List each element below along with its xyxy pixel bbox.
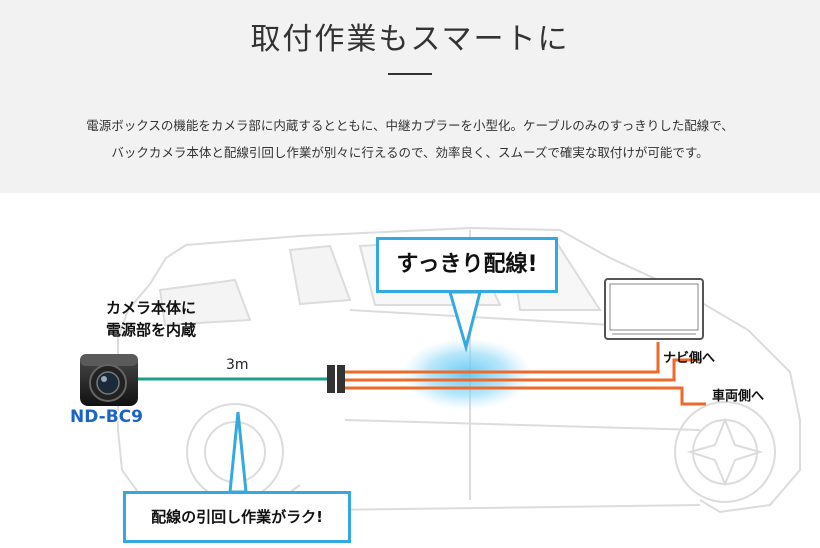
camera-label-line-1: カメラ本体に bbox=[106, 299, 197, 317]
cable-glow bbox=[402, 338, 532, 410]
page-title: 取付作業もスマートに bbox=[250, 22, 570, 57]
back-camera-icon bbox=[80, 354, 138, 406]
easy-routing-callout: 配線の引回し作業がラク! bbox=[123, 491, 351, 543]
to-vehicle-label: 車両側へ bbox=[712, 389, 765, 404]
cable-length-label: 3m bbox=[226, 357, 249, 373]
to-navi-label: ナビ側へ bbox=[663, 351, 716, 366]
description-line-2: バックカメラ本体と配線引回し作業が別々に行えるので、効率良く、スムーズで確実な取… bbox=[111, 145, 709, 160]
relay-connector bbox=[327, 365, 345, 393]
orange-cable-bundle bbox=[345, 342, 706, 406]
header-band: 取付作業もスマートに 電源ボックスの機能をカメラ部に内蔵するとともに、中継カプラ… bbox=[0, 0, 820, 193]
front-wheel bbox=[674, 401, 776, 503]
model-name: ND-BC9 bbox=[70, 407, 143, 427]
title-underline bbox=[388, 73, 432, 75]
tidy-wiring-callout: すっきり配線! bbox=[376, 237, 558, 293]
camera-label-line-2: 電源部を内蔵 bbox=[106, 321, 197, 339]
description-line-1: 電源ボックスの機能をカメラ部に内蔵するとともに、中継カプラーを小型化。ケーブルの… bbox=[86, 118, 734, 133]
navi-monitor bbox=[604, 278, 704, 340]
